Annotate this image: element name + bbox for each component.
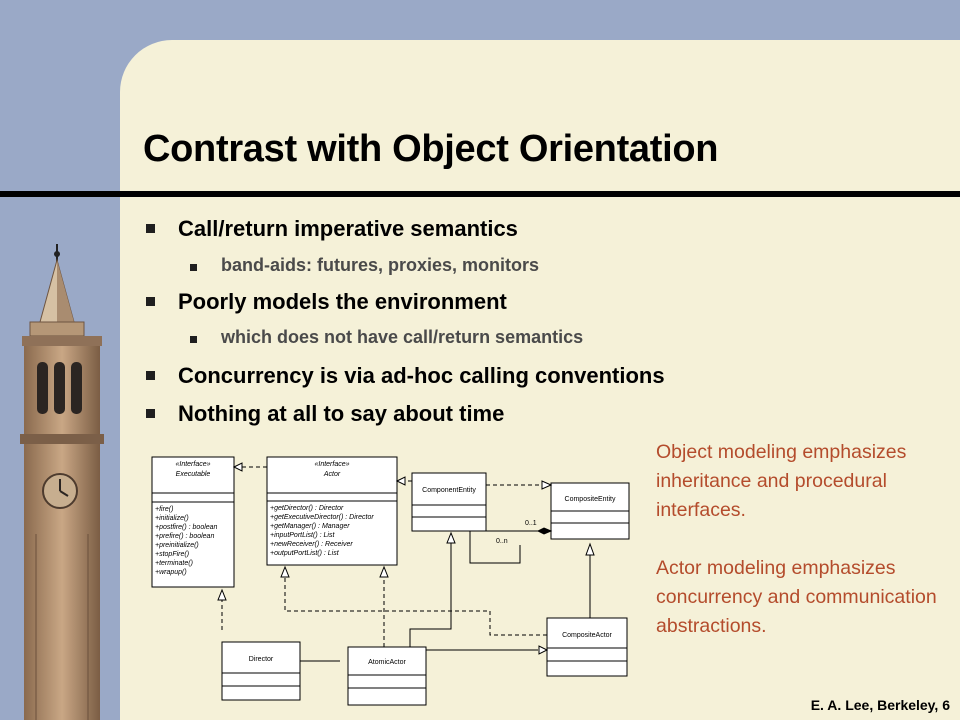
actor-op: +getManager() : Manager (270, 523, 350, 530)
note-object-modeling: Object modeling emphasizes inheritance a… (656, 441, 907, 521)
note-actor-modeling: Actor modeling emphasizes concurrency an… (656, 557, 937, 637)
uml-class-diagram: «Interface» Executable +fire() +initiali… (151, 456, 630, 706)
director-name: Director (249, 656, 274, 663)
component-entity-class-box (411, 472, 487, 532)
bullet-call-return: Call/return imperative semantics (178, 216, 518, 241)
executable-stereotype: «Interface» (175, 461, 210, 468)
executable-name: Executable (176, 471, 211, 478)
sub-bullet-band-aids: band-aids: futures, proxies, monitors (221, 255, 540, 275)
atomic-actor-class-box (347, 646, 427, 706)
executable-op: +initialize() (155, 515, 189, 522)
composite-entity-name: CompositeEntity (565, 496, 616, 503)
bullet-marker (146, 297, 155, 306)
atomic-actor-name: AtomicActor (368, 659, 406, 666)
executable-op: +prefire() : boolean (155, 533, 214, 540)
bullet-marker (146, 224, 155, 233)
executable-op: +fire() (155, 506, 173, 513)
executable-op: +postfire() : boolean (155, 524, 218, 531)
bullet-concurrency: Concurrency is via ad-hoc calling conven… (178, 363, 665, 388)
sub-bullet-marker (190, 264, 197, 271)
slide-title: Contrast with Object Orientation (143, 128, 719, 170)
director-class-box (221, 641, 301, 701)
multiplicity-many: 0..n (496, 538, 508, 545)
actor-stereotype: «Interface» (314, 461, 349, 468)
actor-name: Actor (323, 471, 341, 478)
executable-op: +stopFire() (155, 551, 189, 558)
campanile-tower-image (20, 244, 104, 720)
actor-op: +newReceiver() : Receiver (270, 541, 353, 548)
executable-class-box (151, 456, 235, 588)
title-divider (0, 191, 960, 197)
actor-class-box (266, 456, 398, 566)
content-panel (120, 40, 960, 720)
bullet-marker (146, 371, 155, 380)
bullet-marker (146, 409, 155, 418)
actor-op: +getDirector() : Director (270, 505, 344, 512)
sub-bullet-no-call-return: which does not have call/return semantic… (221, 327, 584, 347)
component-entity-name: ComponentEntity (422, 487, 476, 494)
notes-panel: Object modeling emphasizes inheritance a… (656, 438, 946, 641)
executable-op: +preinitialize() (155, 542, 199, 549)
bullet-environment: Poorly models the environment (178, 289, 507, 314)
actor-op: +outputPortList() : List (270, 550, 340, 557)
composite-actor-name: CompositeActor (562, 632, 612, 639)
actor-op: +inputPortList() : List (270, 532, 335, 539)
executable-op: +wrapup() (155, 569, 187, 576)
executable-op: +terminate() (155, 560, 193, 567)
composite-actor-class-box (546, 617, 628, 677)
actor-op: +getExecutiveDirector() : Director (270, 514, 374, 521)
multiplicity-one: 0..1 (525, 520, 537, 527)
footer-credit: E. A. Lee, Berkeley, 6 (810, 697, 950, 713)
sub-bullet-marker (190, 336, 197, 343)
bullet-time: Nothing at all to say about time (178, 401, 505, 426)
